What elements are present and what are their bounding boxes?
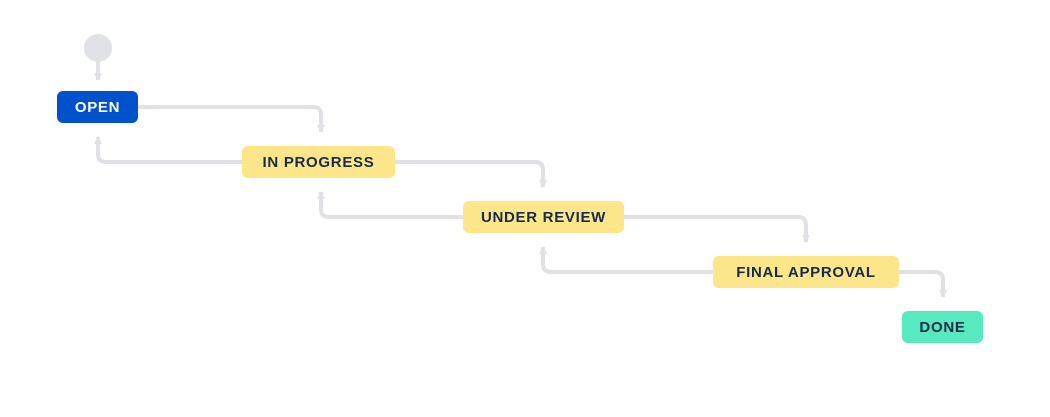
edge-final-approval-to-done — [899, 270, 947, 298]
start-node — [84, 34, 112, 62]
edge-under-review-to-final-approval — [624, 215, 810, 243]
edge-in-progress-to-under-review — [395, 160, 547, 188]
status-badge-done[interactable]: DONE — [902, 311, 983, 343]
status-badge-in-progress[interactable]: IN PROGRESS — [242, 146, 395, 178]
status-badge-open[interactable]: OPEN — [57, 91, 138, 123]
status-badge-final-approval[interactable]: FINAL APPROVAL — [713, 256, 899, 288]
edge-open-to-in-progress — [138, 105, 325, 133]
edge-in-progress-to-open — [94, 136, 242, 164]
edge-under-review-to-in-progress — [317, 191, 463, 219]
status-badge-under-review[interactable]: UNDER REVIEW — [463, 201, 624, 233]
edge-final-approval-to-under-review — [539, 246, 713, 274]
